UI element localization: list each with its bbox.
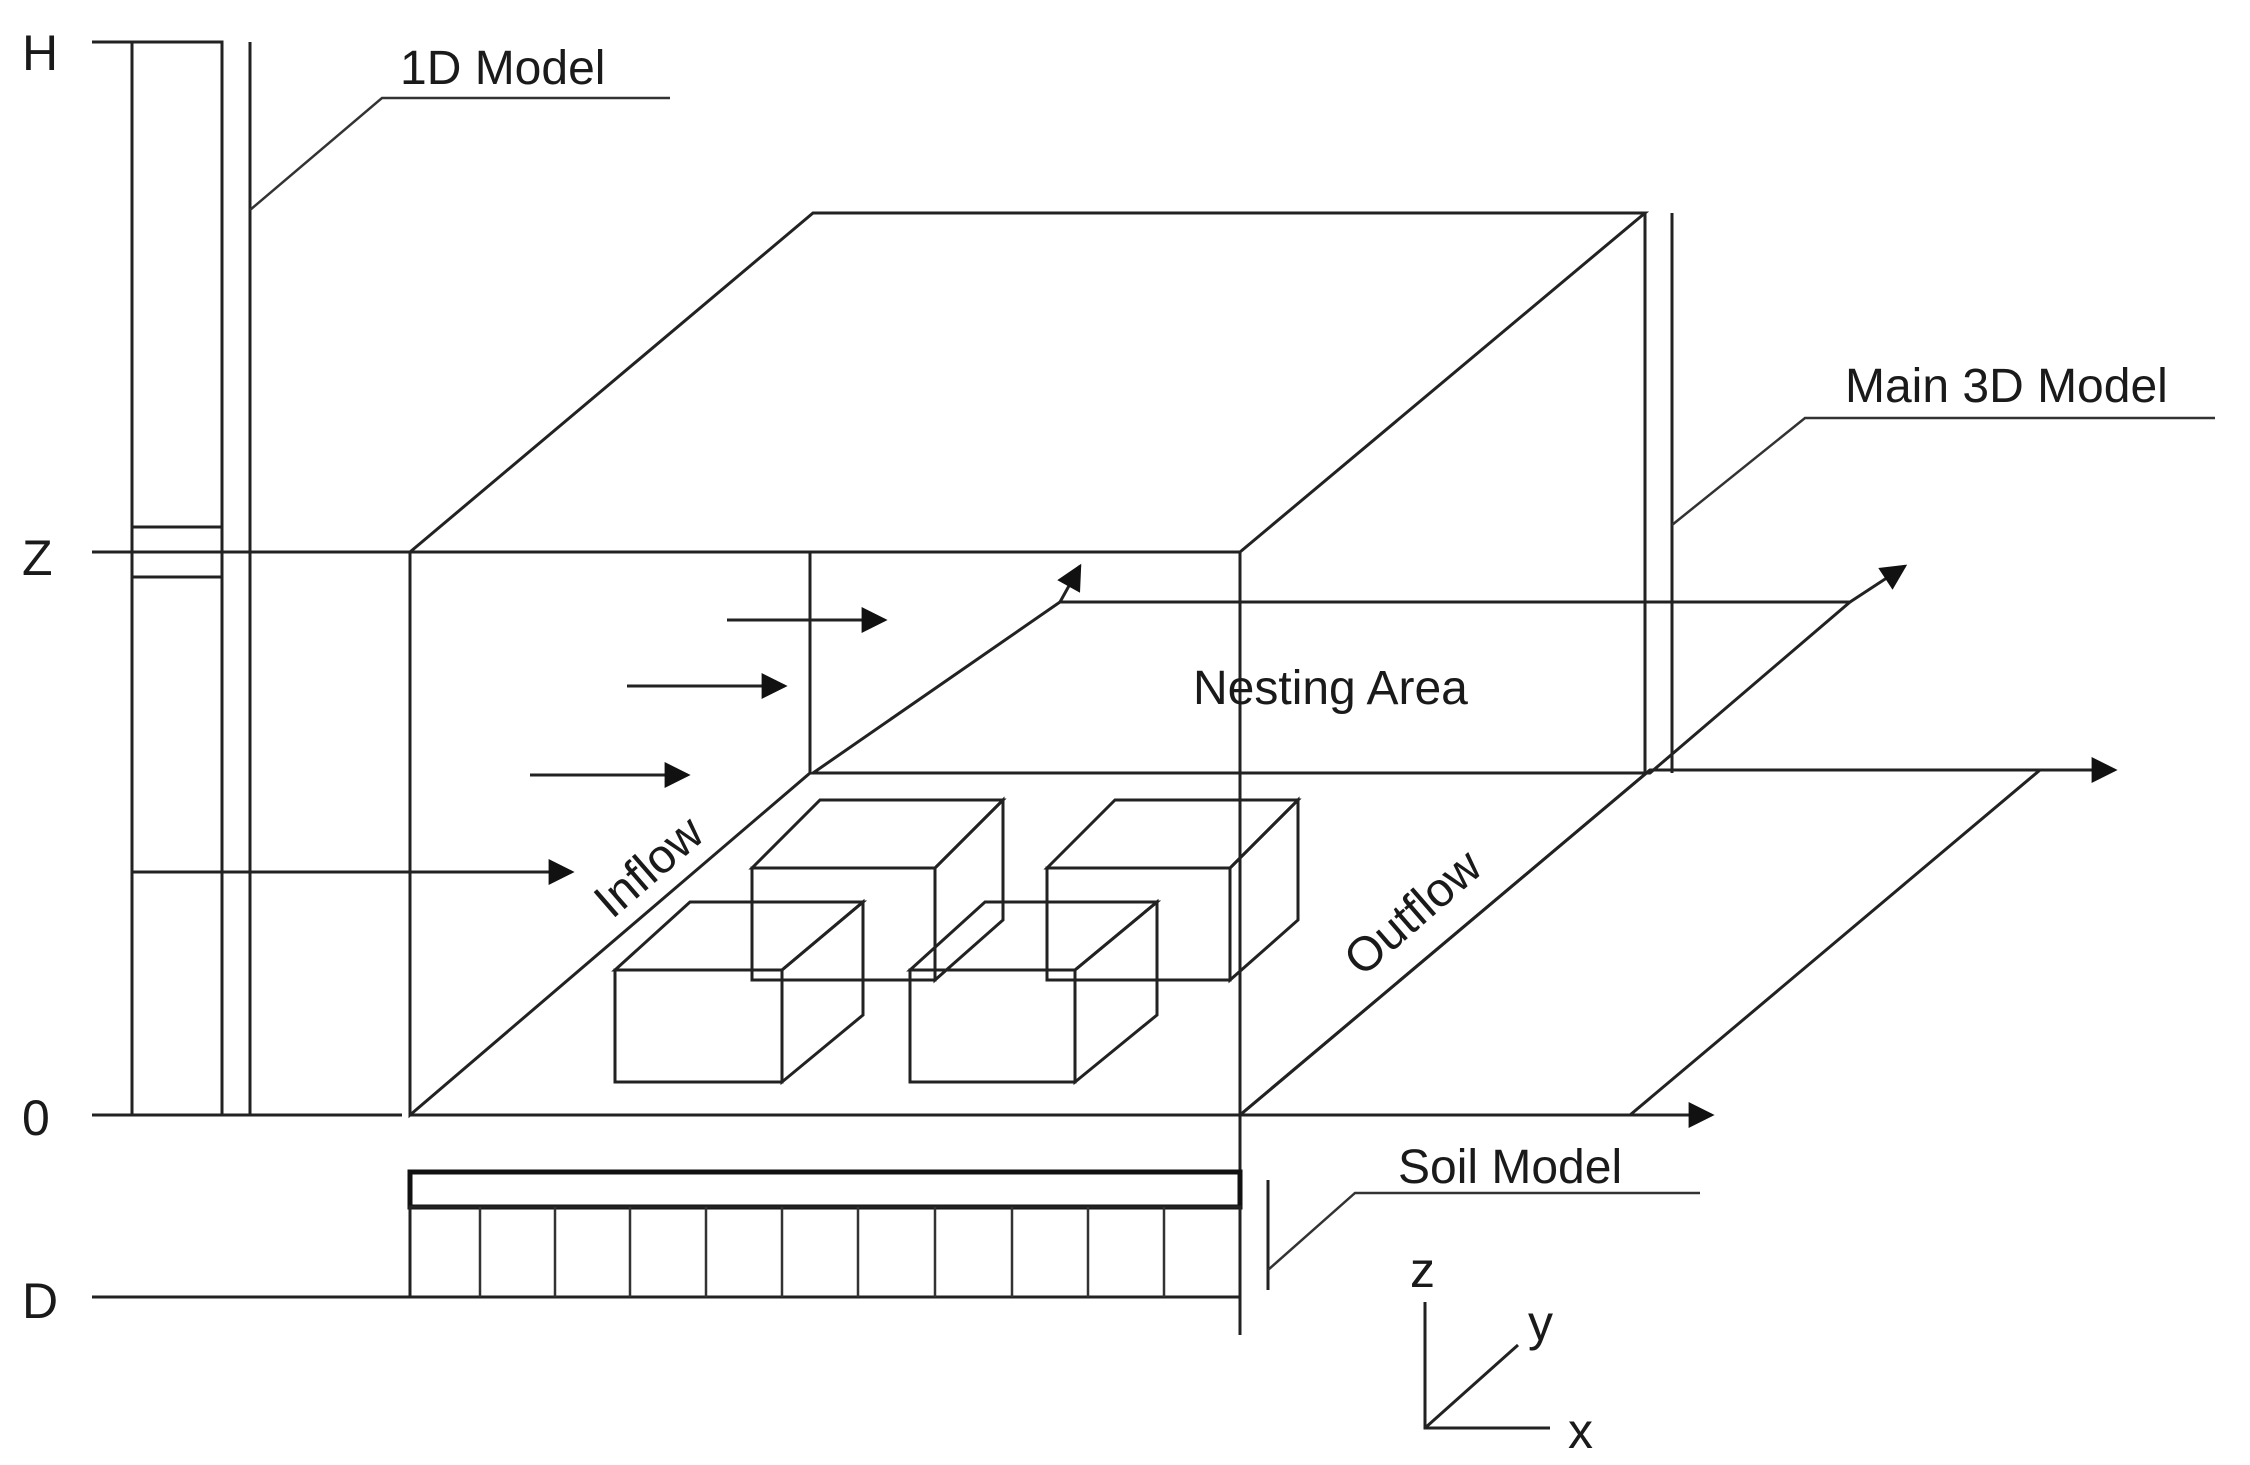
axis-y-label: y bbox=[1528, 1295, 1553, 1351]
zero-label: 0 bbox=[22, 1090, 50, 1146]
soil-surface-slab bbox=[407, 1169, 1243, 1210]
box-side bbox=[1073, 898, 1159, 1086]
box-front bbox=[750, 866, 937, 982]
height-reference-lines bbox=[92, 40, 1240, 1299]
building-back-left bbox=[748, 796, 1007, 984]
inflow-wall bbox=[408, 550, 812, 1119]
soil-model-label: Soil Model bbox=[1398, 1141, 1622, 1194]
main-3d-leader bbox=[1671, 416, 2215, 526]
building-front-right bbox=[906, 898, 1162, 1086]
model-1d-leader bbox=[249, 96, 670, 211]
axis-x-label: x bbox=[1568, 1403, 1593, 1459]
z-label: Z bbox=[22, 530, 53, 586]
soil-layers bbox=[408, 1205, 1242, 1299]
roof-plane bbox=[405, 211, 1650, 554]
box-top bbox=[611, 900, 868, 972]
soil-leader bbox=[1267, 1191, 1700, 1271]
box-top bbox=[748, 798, 1007, 870]
box-front bbox=[613, 968, 784, 1084]
y-axis bbox=[1424, 1343, 1519, 1430]
box-side bbox=[933, 796, 1005, 984]
axis-z-label: z bbox=[1410, 1242, 1435, 1298]
outflow-edge bbox=[1239, 768, 1651, 1117]
model-1d-column bbox=[130, 40, 252, 1117]
d-label: D bbox=[22, 1273, 58, 1329]
box-front bbox=[908, 968, 1077, 1084]
soil-model bbox=[407, 1169, 1243, 1299]
box-front bbox=[1045, 866, 1232, 982]
nesting-arrow-right bbox=[1849, 564, 1908, 604]
soil-layer-dividers bbox=[478, 1207, 1166, 1297]
nesting-area-label: Nesting Area bbox=[1193, 662, 1468, 715]
model-1d-label: 1D Model bbox=[400, 42, 605, 95]
nesting-arrow-back bbox=[1057, 563, 1082, 603]
column-fill bbox=[130, 525, 224, 1117]
column-band bbox=[130, 525, 224, 579]
h-label: H bbox=[22, 25, 58, 81]
outflow-label: Outflow bbox=[1334, 839, 1492, 986]
building-back-right bbox=[1043, 796, 1302, 984]
main-3d-label: Main 3D Model bbox=[1845, 360, 2168, 413]
box-top bbox=[1043, 798, 1302, 870]
box-side bbox=[780, 898, 865, 1086]
coordinate-axes bbox=[1423, 1302, 1550, 1430]
box-top bbox=[906, 900, 1162, 972]
inflow-arrows bbox=[132, 607, 888, 885]
building-front-left bbox=[611, 898, 868, 1086]
